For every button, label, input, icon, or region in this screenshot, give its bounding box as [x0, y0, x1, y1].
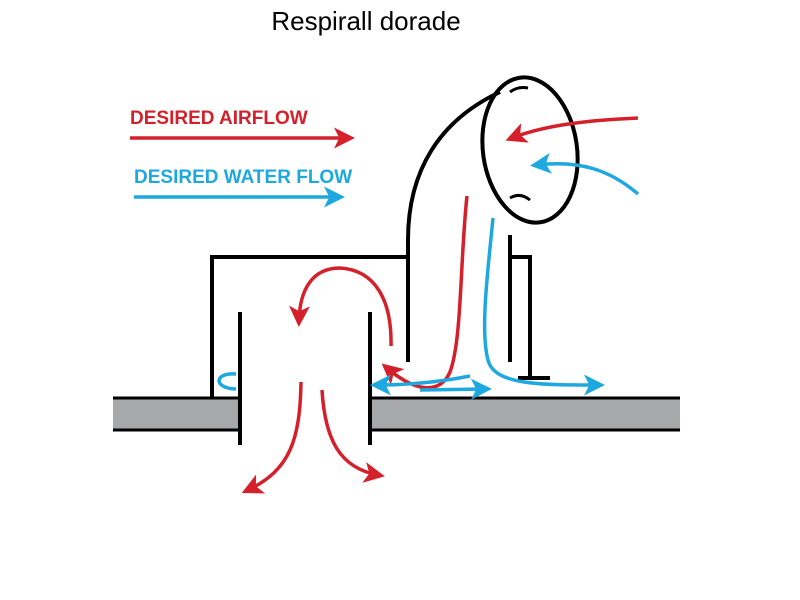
airflow-down-cowl	[381, 195, 469, 390]
airflow-arrows	[241, 116, 639, 494]
deck	[113, 396, 680, 432]
legend-airflow-label: DESIRED AIRFLOW	[130, 108, 308, 129]
diagram-title: Respirall dorade	[271, 6, 461, 36]
legend-water-label: DESIRED WATER FLOW	[134, 167, 352, 188]
water-drain-center	[419, 378, 492, 400]
cowl-vent	[406, 75, 580, 362]
water-pool-left	[217, 372, 237, 391]
airflow-below-right	[320, 389, 385, 483]
airflow-below-left	[241, 381, 303, 494]
water-drain-right	[482, 217, 605, 396]
dorade-box	[210, 255, 550, 398]
water-into-cowl	[530, 152, 640, 196]
airflow-loop-into-pipe	[288, 266, 393, 347]
water-arrows	[217, 152, 640, 400]
water-drain-left	[370, 374, 471, 396]
deck-pipe	[238, 312, 372, 445]
airflow-into-cowl	[505, 116, 639, 143]
